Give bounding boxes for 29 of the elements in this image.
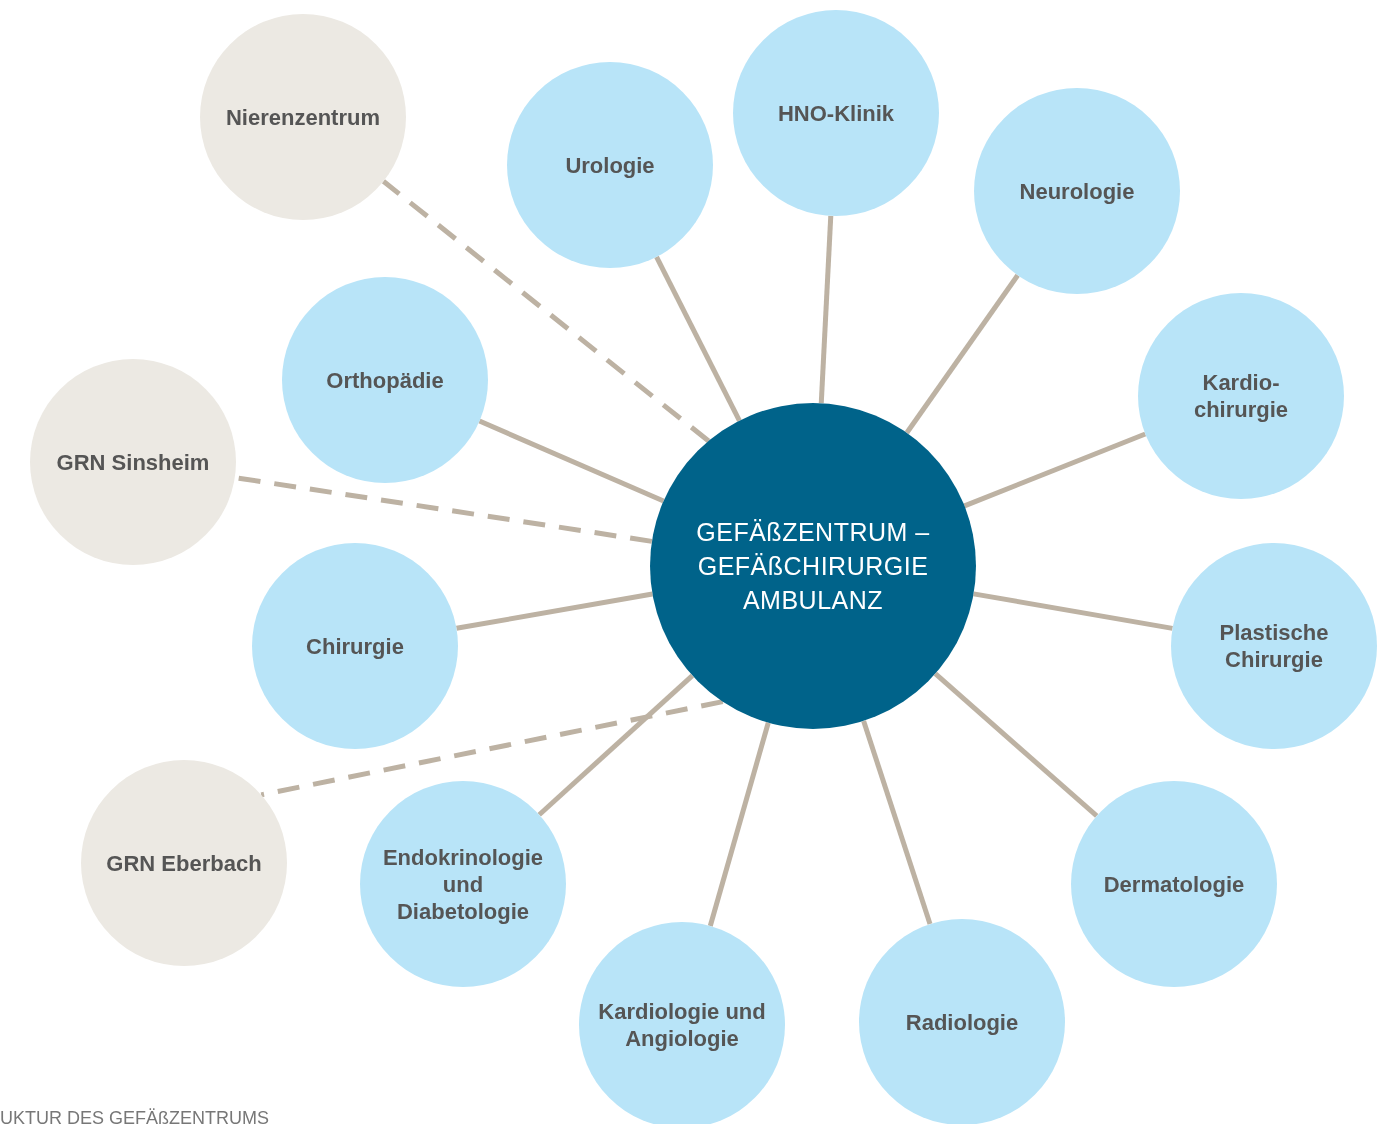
node-label: Endokrinologie und Diabetologie [381,843,545,925]
node-label: Kardiologie und Angiologie [597,998,767,1052]
node-label: GRN Eberbach [106,849,262,877]
dashed-connector [381,179,711,443]
node-label: HNO-Klinik [777,99,895,127]
connector-line [861,720,933,925]
node-label: Radiologie [905,1008,1019,1036]
connector-line [963,431,1147,509]
connector-line [478,418,665,504]
connector-line [537,673,695,817]
connector-line [973,591,1173,631]
caption: UKTUR DES GEFÄßZENTRUMS [0,1108,269,1124]
dashed-connector [260,699,724,798]
node-label: Neurologie [1019,177,1135,205]
connector-line [456,591,653,631]
connector-line [654,255,742,422]
node-label: Nierenzentrum [225,103,380,131]
node-label: Urologie [565,151,655,179]
connector-line [904,273,1020,435]
node-label: Plastische Chirurgie [1218,619,1330,673]
node-label: Chirurgie [306,632,404,660]
connector-line [707,722,771,927]
connector-line [933,671,1099,818]
connector-line [818,215,834,404]
node-label: Dermatologie [1103,870,1245,898]
node-label: Orthopädie [326,366,444,394]
node-label: GRN Sinsheim [56,448,210,476]
node-label: Kardio- chirurgie [1192,369,1290,423]
node-label: GEFÄßZENTRUM – GEFÄßCHIRURGIE AMBULANZ [695,517,931,616]
